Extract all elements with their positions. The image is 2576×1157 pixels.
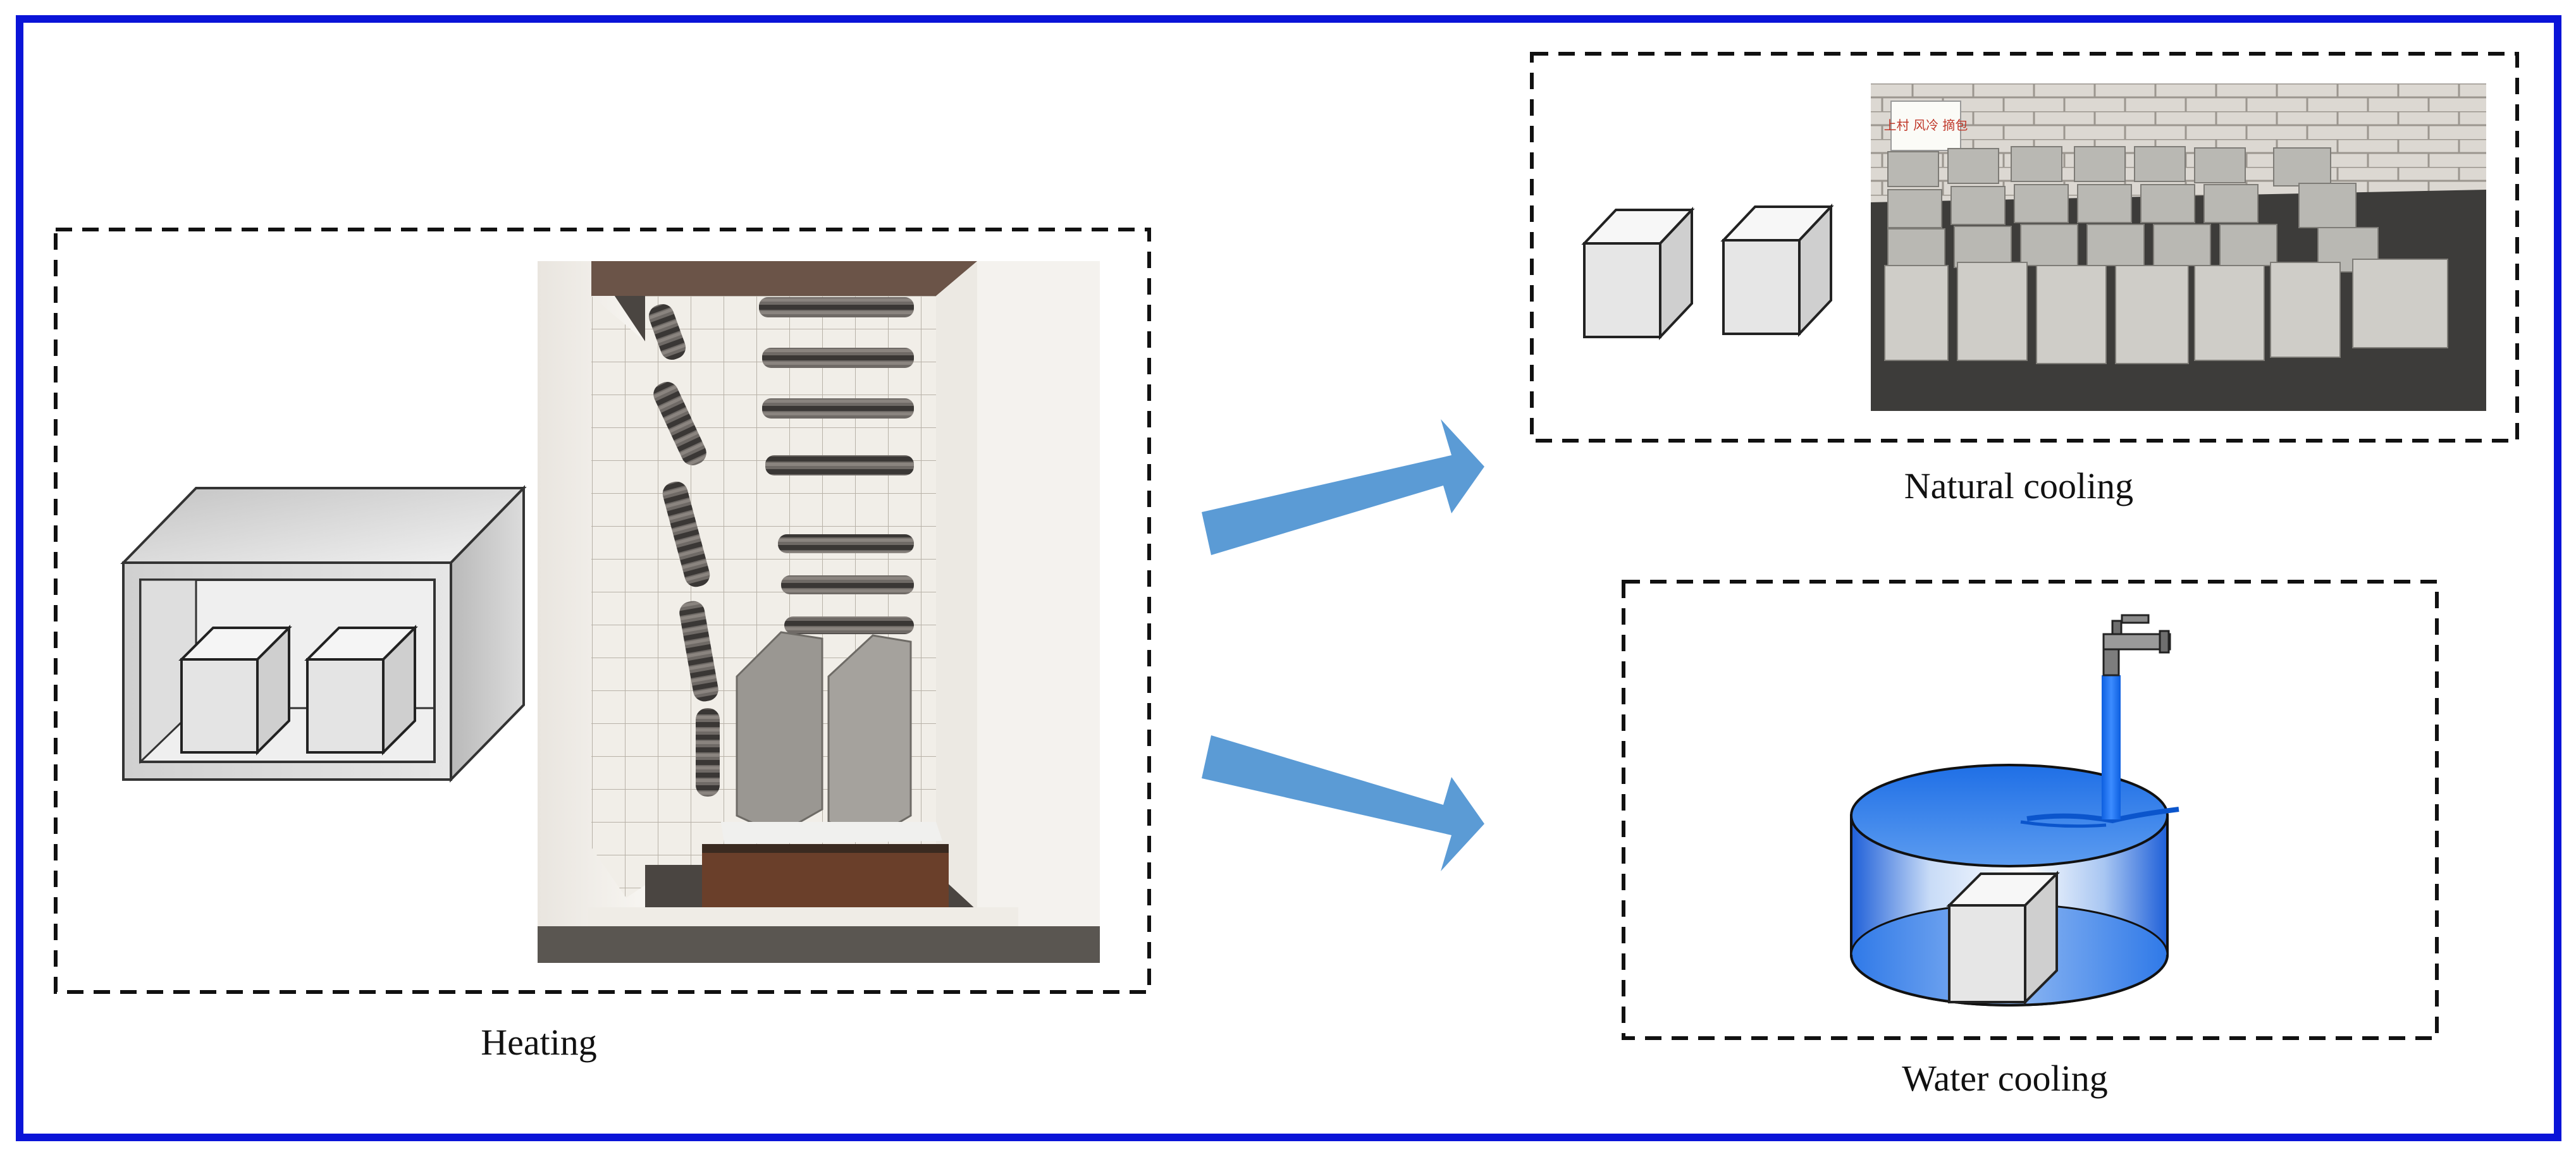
heating-dashed-border (54, 228, 1151, 994)
water-cooling-panel: Water cooling (1622, 580, 2439, 1099)
water-cooling-dashed-border (1622, 580, 2439, 1040)
natural-cooling-dashed-border (1530, 52, 2519, 443)
natural-cooling-panel: 上村 风冷 摘包 (1530, 52, 2519, 506)
water-tank-with-faucet-icon (1850, 614, 2179, 1007)
two-specimen-cubes-icon (1581, 203, 1834, 341)
furnace-interior-photo (538, 261, 1100, 963)
heating-panel: Heating (54, 228, 1151, 1063)
furnace-with-two-specimens-icon (120, 485, 527, 783)
specimens-on-ground-photo: 上村 风冷 摘包 (1871, 83, 2486, 411)
water-cooling-caption: Water cooling (1902, 1058, 2108, 1099)
arrow-to-water-cooling (1202, 735, 1484, 871)
natural-cooling-caption: Natural cooling (1904, 465, 2133, 506)
outer-frame (16, 15, 2561, 1141)
arrow-to-natural-cooling (1202, 419, 1484, 555)
photo-note: 上村 风冷 摘包 (1884, 118, 1968, 133)
heating-caption: Heating (481, 1022, 597, 1063)
